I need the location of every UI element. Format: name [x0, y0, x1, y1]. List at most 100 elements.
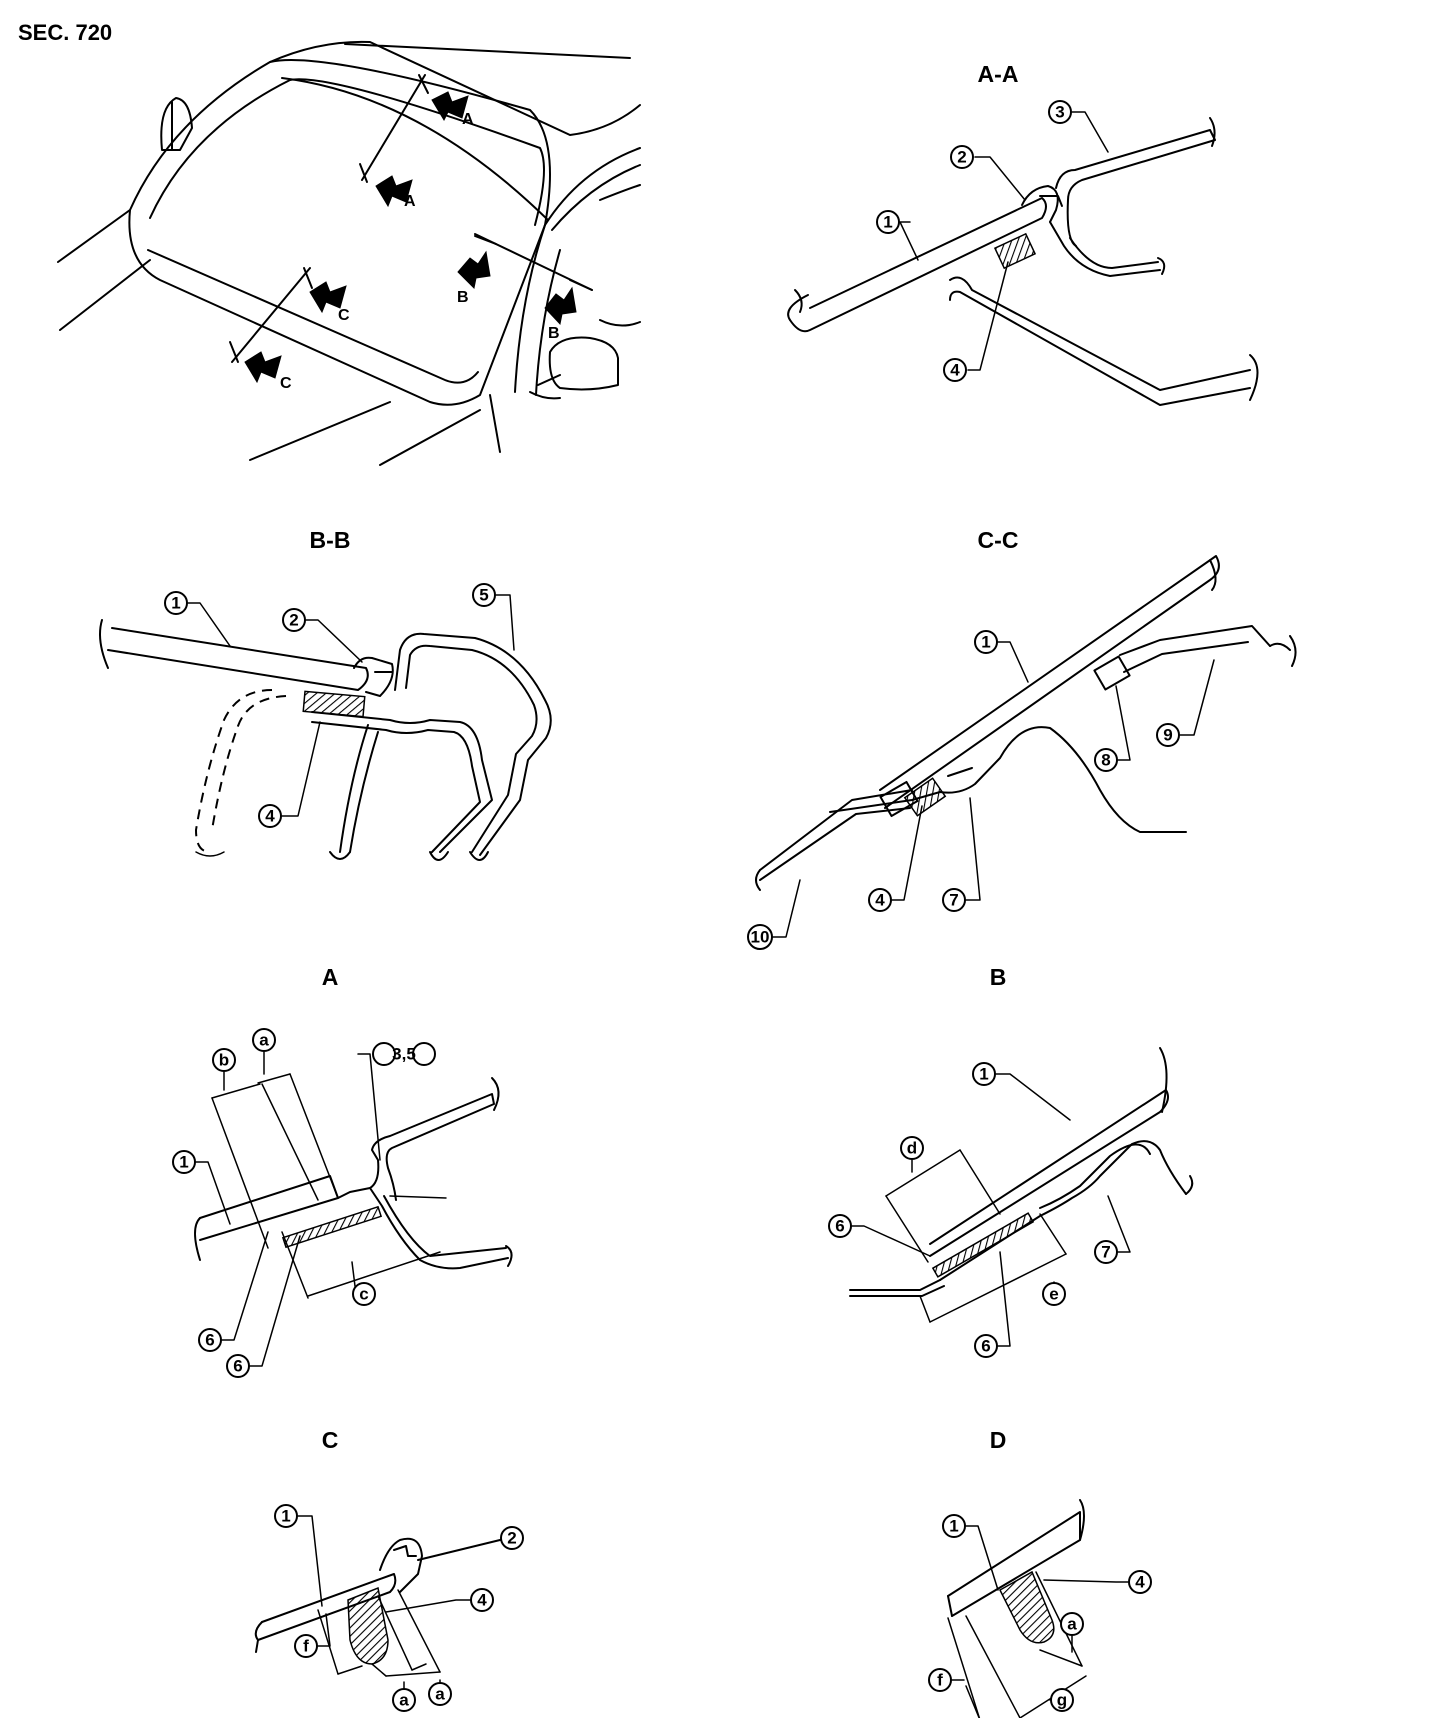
overview-car-drawing — [58, 42, 640, 465]
callout-1: 1 — [275, 1505, 297, 1527]
callout-7: 7 — [1095, 1241, 1117, 1263]
callout-e: e — [1043, 1283, 1065, 1305]
svg-text:1: 1 — [281, 1507, 290, 1526]
callout-2: 2 — [951, 146, 973, 168]
svg-text:1: 1 — [981, 633, 990, 652]
svg-text:4: 4 — [950, 361, 960, 380]
svg-text:a: a — [259, 1031, 269, 1050]
callout-1: 1 — [877, 211, 899, 233]
callout-1: 1 — [943, 1515, 965, 1537]
view-c-drawing — [256, 1539, 500, 1676]
overview-arrow-label: B — [457, 289, 469, 306]
view-aa-leaders — [900, 112, 1108, 370]
view-a-drawing — [195, 1074, 512, 1298]
callout-4: 4 — [259, 805, 281, 827]
callout-2: 2 — [283, 609, 305, 631]
view-title-cc: C-C — [978, 527, 1019, 553]
callout-b: b — [213, 1049, 235, 1071]
svg-text:6: 6 — [233, 1357, 242, 1376]
svg-text:8: 8 — [1101, 751, 1110, 770]
svg-text:1: 1 — [883, 213, 892, 232]
callout-1: 1 — [165, 592, 187, 614]
svg-text:1: 1 — [949, 1517, 958, 1536]
view-title-bb: B-B — [310, 527, 351, 553]
callout-6: 6 — [227, 1355, 249, 1377]
svg-text:5: 5 — [479, 586, 488, 605]
view-title-c: C — [322, 1427, 339, 1453]
view-aa-drawing — [788, 118, 1257, 405]
svg-text:4: 4 — [265, 807, 275, 826]
view-title-aa: A-A — [978, 61, 1019, 87]
svg-text:6: 6 — [205, 1331, 214, 1350]
svg-text:6: 6 — [981, 1337, 990, 1356]
callout-5: 5 — [473, 584, 495, 606]
svg-text:4: 4 — [875, 891, 885, 910]
svg-text:4: 4 — [477, 1591, 487, 1610]
svg-text:7: 7 — [1101, 1243, 1110, 1262]
overview-arrow-label: C — [338, 307, 350, 324]
svg-text:1: 1 — [979, 1065, 988, 1084]
callout-f: f — [929, 1669, 951, 1691]
callout-4: 4 — [944, 359, 966, 381]
view-b-drawing — [850, 1048, 1192, 1322]
callout-a: a — [253, 1029, 275, 1051]
view-cc-drawing — [756, 556, 1296, 890]
svg-text:1: 1 — [179, 1153, 188, 1172]
view-d-drawing — [948, 1500, 1086, 1718]
callout-4: 4 — [869, 889, 891, 911]
view-a-leaders — [196, 1052, 380, 1366]
svg-text:2: 2 — [957, 148, 966, 167]
overview-arrow-label: C — [280, 375, 292, 392]
callout-g: g — [1051, 1689, 1073, 1711]
callout-8: 8 — [1095, 749, 1117, 771]
callout-9: 9 — [1157, 724, 1179, 746]
svg-text:f: f — [303, 1637, 309, 1656]
callout-3: 3 — [1049, 101, 1071, 123]
callout-10: 10 — [748, 925, 772, 949]
callout-1: 1 — [975, 631, 997, 653]
callout-6: 6 — [829, 1215, 851, 1237]
svg-text:4: 4 — [1135, 1573, 1145, 1592]
callout-4: 4 — [1129, 1571, 1151, 1593]
section-number: SEC. 720 — [18, 20, 112, 45]
svg-text:d: d — [907, 1139, 917, 1158]
svg-text:2: 2 — [289, 611, 298, 630]
svg-text:3,5: 3,5 — [392, 1045, 416, 1064]
view-bb-leaders — [188, 595, 514, 816]
overview-arrow-label: A — [462, 111, 474, 128]
svg-text:10: 10 — [751, 928, 770, 947]
svg-text:a: a — [435, 1685, 445, 1704]
svg-text:a: a — [399, 1691, 409, 1710]
view-title-d: D — [990, 1427, 1007, 1453]
callout-4: 4 — [471, 1589, 493, 1611]
overview-arrow-label: B — [548, 325, 560, 342]
svg-text:2: 2 — [507, 1529, 516, 1548]
overview-arrow-label: A — [404, 193, 416, 210]
svg-text:7: 7 — [949, 891, 958, 910]
callout-a: a — [393, 1689, 415, 1711]
callout-f: f — [295, 1635, 317, 1657]
callout-2: 2 — [501, 1527, 523, 1549]
callout-1: 1 — [173, 1151, 195, 1173]
svg-text:b: b — [219, 1051, 229, 1070]
svg-text:e: e — [1049, 1285, 1058, 1304]
svg-text:9: 9 — [1163, 726, 1172, 745]
callout-a: a — [1061, 1613, 1083, 1635]
svg-text:1: 1 — [171, 594, 180, 613]
view-bb-drawing — [100, 620, 551, 860]
svg-text:f: f — [937, 1671, 943, 1690]
svg-text:g: g — [1057, 1691, 1067, 1710]
callout-d: d — [901, 1137, 923, 1159]
view-title-a: A — [322, 964, 339, 990]
callout-7: 7 — [943, 889, 965, 911]
view-title-b: B — [990, 964, 1007, 990]
callout-6: 6 — [199, 1329, 221, 1351]
svg-text:6: 6 — [835, 1217, 844, 1236]
callout-3-5: 3,5 — [373, 1043, 435, 1065]
callout-c: c — [353, 1283, 375, 1305]
view-cc-leaders — [772, 642, 1214, 937]
callout-a: a — [429, 1683, 451, 1705]
svg-text:a: a — [1067, 1615, 1077, 1634]
callout-1: 1 — [973, 1063, 995, 1085]
